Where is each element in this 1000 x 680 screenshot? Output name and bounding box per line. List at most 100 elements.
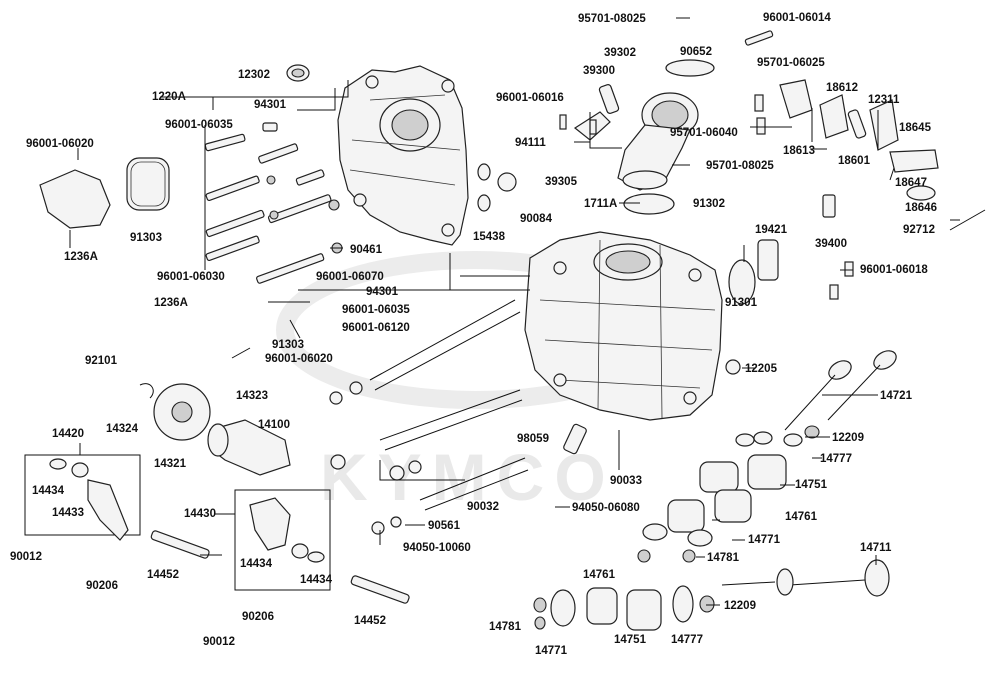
- label-14777-top: 14777: [820, 453, 852, 465]
- label-14434-box2b: 14434: [300, 574, 333, 586]
- label-14452-left: 14452: [147, 569, 179, 581]
- label-96001-06070: 96001-06070: [316, 271, 384, 283]
- label-91303-mid: 91303: [272, 339, 304, 351]
- label-94301-top: 94301: [254, 99, 287, 111]
- part-labels: 95701-08025 96001-06014 90652 39302 3930…: [10, 12, 937, 657]
- label-1236A-mid: 1236A: [154, 297, 188, 309]
- label-94050-10060: 94050-10060: [403, 542, 471, 554]
- label-90012-left: 90012: [10, 551, 42, 563]
- label-39305: 39305: [545, 176, 578, 188]
- rocker-shafts: [150, 530, 410, 604]
- rocker-arm-box-14420: [24, 454, 141, 541]
- label-14761-top: 14761: [785, 511, 818, 523]
- label-95701-06040: 95701-06040: [670, 127, 738, 139]
- label-91303-left: 91303: [130, 232, 162, 244]
- label-91302: 91302: [693, 198, 725, 210]
- label-90461: 90461: [350, 244, 383, 256]
- label-90033: 90033: [610, 475, 642, 487]
- label-90084: 90084: [520, 213, 553, 225]
- label-14434-box2a: 14434: [240, 558, 273, 570]
- label-12311: 12311: [868, 94, 900, 106]
- label-39400: 39400: [815, 238, 847, 250]
- valve-springs: [533, 425, 820, 631]
- label-14781-top: 14781: [707, 552, 740, 564]
- label-39302: 39302: [604, 47, 636, 59]
- label-14324: 14324: [106, 423, 139, 435]
- label-39300: 39300: [583, 65, 615, 77]
- rocker-arm-box-14430: [234, 489, 331, 591]
- label-96001-06016: 96001-06016: [496, 92, 564, 104]
- label-14751-bottom: 14751: [614, 634, 647, 646]
- spark-plug: [563, 423, 587, 455]
- label-14434-box1: 14434: [32, 485, 65, 497]
- label-14761-bottom: 14761: [583, 569, 616, 581]
- fuel-injector: [559, 84, 620, 141]
- label-90012-bottom: 90012: [203, 636, 235, 648]
- label-14721: 14721: [880, 390, 913, 402]
- label-14433: 14433: [52, 507, 84, 519]
- label-18645: 18645: [899, 122, 932, 134]
- label-18601: 18601: [838, 155, 871, 167]
- label-96001-06020-mid: 96001-06020: [265, 353, 333, 365]
- label-94111: 94111: [515, 137, 546, 149]
- label-96001-06120: 96001-06120: [342, 322, 410, 334]
- label-98059: 98059: [517, 433, 549, 445]
- label-92101: 92101: [85, 355, 118, 367]
- label-90206-left: 90206: [86, 580, 118, 592]
- label-95701-06025: 95701-06025: [757, 57, 825, 69]
- label-12205: 12205: [745, 363, 778, 375]
- label-18647: 18647: [895, 177, 927, 189]
- leader-lines: [69, 17, 960, 606]
- label-96001-06018: 96001-06018: [860, 264, 928, 276]
- label-15438: 15438: [473, 231, 506, 243]
- label-94301-mid: 94301: [366, 286, 399, 298]
- cylinder-head: [524, 231, 723, 421]
- label-14751-top: 14751: [795, 479, 828, 491]
- intake-manifold: [617, 59, 715, 191]
- valves: [721, 350, 897, 597]
- label-14100: 14100: [258, 419, 290, 431]
- label-95701-08025-top: 95701-08025: [578, 13, 646, 25]
- head-cover-bolts: [204, 122, 343, 284]
- label-90561: 90561: [428, 520, 461, 532]
- label-90206-bottom: 90206: [242, 611, 274, 623]
- label-90652: 90652: [680, 46, 712, 58]
- label-1236A-left: 1236A: [64, 251, 98, 263]
- label-14430: 14430: [184, 508, 216, 520]
- label-94050-06080: 94050-06080: [572, 502, 640, 514]
- label-12209-top: 12209: [832, 432, 864, 444]
- studs-and-rods: [329, 299, 529, 535]
- label-14321: 14321: [154, 458, 187, 470]
- label-1220A: 1220A: [152, 91, 186, 103]
- label-14323: 14323: [236, 390, 268, 402]
- label-18613: 18613: [783, 145, 815, 157]
- right-side-small-parts: [725, 30, 986, 375]
- label-96001-06020-left: 96001-06020: [26, 138, 94, 150]
- label-14711: 14711: [860, 542, 892, 554]
- label-96001-06035-top: 96001-06035: [165, 119, 233, 131]
- o-rings: [477, 163, 675, 215]
- label-96001-06030: 96001-06030: [157, 271, 225, 283]
- camshaft-assembly: [139, 383, 291, 476]
- label-14777-bottom: 14777: [671, 634, 703, 646]
- watermark-text: KYMCO: [320, 440, 616, 514]
- label-12209-bottom: 12209: [724, 600, 756, 612]
- label-14420: 14420: [52, 428, 84, 440]
- label-96001-06014: 96001-06014: [763, 12, 831, 24]
- label-96001-06035-mid: 96001-06035: [342, 304, 410, 316]
- label-12302: 12302: [238, 69, 270, 81]
- label-91301: 91301: [725, 297, 758, 309]
- label-18612: 18612: [826, 82, 858, 94]
- label-18646: 18646: [905, 202, 937, 214]
- label-19421: 19421: [755, 224, 788, 236]
- label-14781-bottom: 14781: [489, 621, 522, 633]
- cylinder-head-cover: [337, 65, 469, 246]
- label-14771-top: 14771: [748, 534, 781, 546]
- label-14452-bottom: 14452: [354, 615, 386, 627]
- label-95701-08025-mid: 95701-08025: [706, 160, 774, 172]
- label-90032: 90032: [467, 501, 499, 513]
- label-14771-bottom: 14771: [535, 645, 568, 657]
- label-1711A: 1711A: [584, 198, 617, 210]
- side-cover-and-gaskets: [39, 64, 310, 229]
